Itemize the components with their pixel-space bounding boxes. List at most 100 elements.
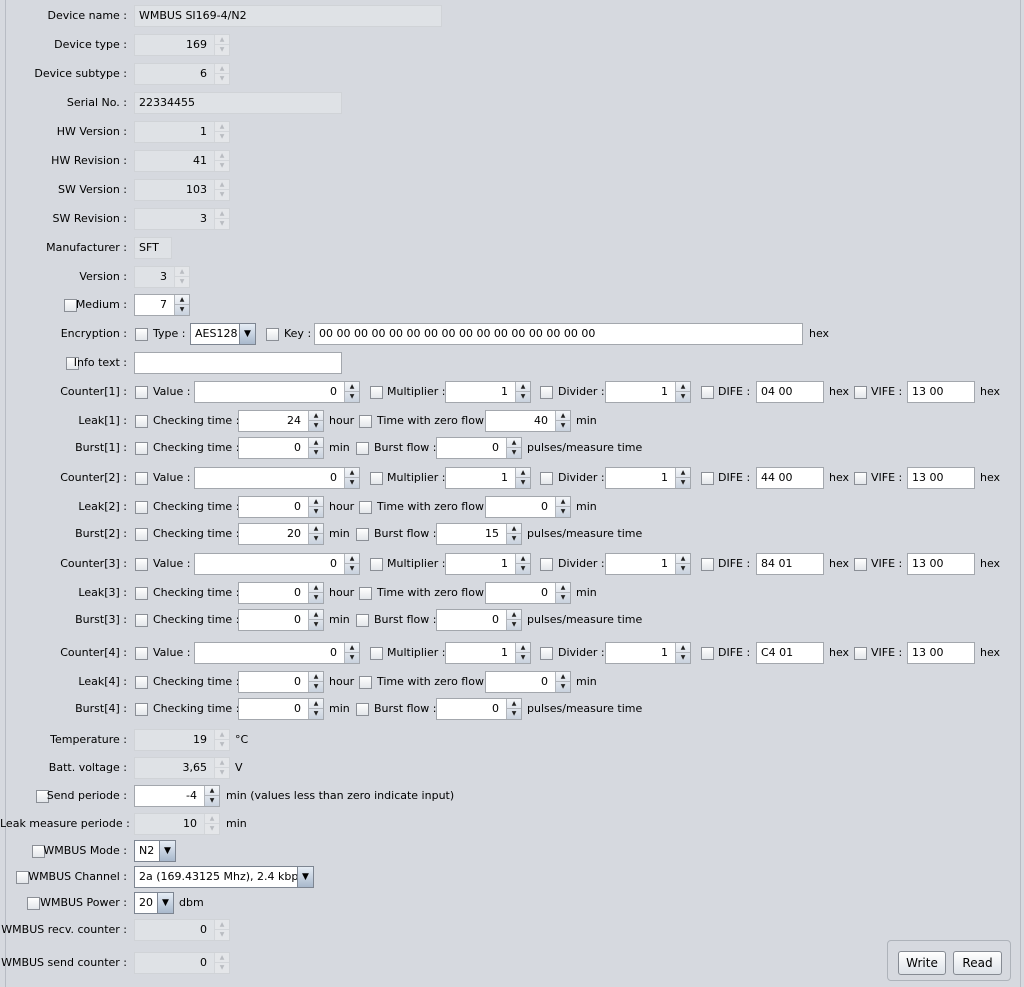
leak-3-checking-spinner[interactable]: 0▲▼ [238, 582, 324, 604]
spin-up-icon[interactable]: ▲ [516, 468, 530, 478]
wmbus-channel-checkbox[interactable] [16, 871, 29, 884]
spin-down-icon[interactable]: ▼ [680, 565, 686, 572]
leak-2-checking-checkbox[interactable] [135, 501, 148, 514]
spin-up-icon[interactable]: ▲ [676, 468, 690, 478]
counter-1-dife-input[interactable]: 04 00 [756, 381, 824, 403]
spin-up-icon[interactable]: ▲ [507, 524, 521, 534]
spin-down-icon[interactable]: ▼ [313, 422, 319, 429]
spin-up-icon[interactable]: ▲ [516, 554, 530, 564]
leak-4-checking-spinner[interactable]: 0▲▼ [238, 671, 324, 693]
spin-down-icon[interactable]: ▼ [313, 594, 319, 601]
burst-1-flow-spinner[interactable]: 0▲▼ [436, 437, 522, 459]
spin-up-icon[interactable]: ▲ [309, 699, 323, 709]
leak-2-zero-flow-spinner[interactable]: 0▲▼ [485, 496, 571, 518]
counter-1-multiplier-spinner[interactable]: 1▲▼ [445, 381, 531, 403]
burst-4-flow-checkbox[interactable] [356, 703, 369, 716]
counter-2-vife-input[interactable]: 13 00 [907, 467, 975, 489]
spin-up-icon[interactable]: ▲ [309, 524, 323, 534]
spin-down-icon[interactable]: ▼ [520, 393, 526, 400]
spin-down-icon[interactable]: ▼ [313, 449, 319, 456]
spin-up-icon[interactable]: ▲ [309, 438, 323, 448]
spin-up-icon[interactable]: ▲ [507, 610, 521, 620]
burst-1-checking-spinner[interactable]: 0▲▼ [238, 437, 324, 459]
spin-down-icon[interactable]: ▼ [313, 621, 319, 628]
spin-up-icon[interactable]: ▲ [516, 643, 530, 653]
leak-1-zero-flow-spinner[interactable]: 40▲▼ [485, 410, 571, 432]
counter-4-value-spinner[interactable]: 0▲▼ [194, 642, 360, 664]
counter-2-dife-checkbox[interactable] [701, 472, 714, 485]
wmbus-power-select[interactable]: 20▼ [134, 892, 174, 914]
spin-down-icon[interactable]: ▼ [520, 654, 526, 661]
spin-up-icon[interactable]: ▲ [175, 295, 189, 305]
spin-down-icon[interactable]: ▼ [511, 449, 517, 456]
burst-1-flow-checkbox[interactable] [356, 442, 369, 455]
spin-down-icon[interactable]: ▼ [680, 479, 686, 486]
spin-down-icon[interactable]: ▼ [680, 393, 686, 400]
spin-down-icon[interactable]: ▼ [349, 479, 355, 486]
counter-1-dife-checkbox[interactable] [701, 386, 714, 399]
spin-up-icon[interactable]: ▲ [556, 497, 570, 507]
leak-3-zero-flow-spinner[interactable]: 0▲▼ [485, 582, 571, 604]
leak-2-zero-flow-checkbox[interactable] [359, 501, 372, 514]
leak-4-checking-checkbox[interactable] [135, 676, 148, 689]
burst-3-flow-spinner[interactable]: 0▲▼ [436, 609, 522, 631]
encryption-type-select[interactable]: AES128▼ [190, 323, 256, 345]
spin-up-icon[interactable]: ▲ [556, 583, 570, 593]
counter-2-divider-checkbox[interactable] [540, 472, 553, 485]
encryption-key-checkbox[interactable] [266, 328, 279, 341]
counter-2-value-spinner[interactable]: 0▲▼ [194, 467, 360, 489]
spin-up-icon[interactable]: ▲ [309, 583, 323, 593]
spin-down-icon[interactable]: ▼ [511, 621, 517, 628]
spin-up-icon[interactable]: ▲ [309, 610, 323, 620]
burst-2-flow-checkbox[interactable] [356, 528, 369, 541]
leak-3-zero-flow-checkbox[interactable] [359, 587, 372, 600]
medium-checkbox[interactable] [64, 299, 77, 312]
spin-up-icon[interactable]: ▲ [345, 468, 359, 478]
spin-down-icon[interactable]: ▼ [313, 710, 319, 717]
spin-up-icon[interactable]: ▲ [309, 672, 323, 682]
burst-4-checking-checkbox[interactable] [135, 703, 148, 716]
encryption-key-input[interactable]: 00 00 00 00 00 00 00 00 00 00 00 00 00 0… [314, 323, 803, 345]
burst-2-checking-spinner[interactable]: 20▲▼ [238, 523, 324, 545]
info-text-checkbox[interactable] [66, 357, 79, 370]
spin-down-icon[interactable]: ▼ [313, 535, 319, 542]
burst-4-flow-spinner[interactable]: 0▲▼ [436, 698, 522, 720]
wmbus-mode-select[interactable]: N2▼ [134, 840, 176, 862]
medium-spinner[interactable]: 7▲▼ [134, 294, 190, 316]
spin-down-icon[interactable]: ▼ [511, 710, 517, 717]
spin-down-icon[interactable]: ▼ [349, 565, 355, 572]
burst-3-flow-checkbox[interactable] [356, 614, 369, 627]
counter-1-vife-input[interactable]: 13 00 [907, 381, 975, 403]
counter-1-value-spinner[interactable]: 0▲▼ [194, 381, 360, 403]
spin-down-icon[interactable]: ▼ [179, 306, 185, 313]
spin-down-icon[interactable]: ▼ [560, 508, 566, 515]
spin-down-icon[interactable]: ▼ [560, 422, 566, 429]
leak-1-checking-spinner[interactable]: 24▲▼ [238, 410, 324, 432]
counter-3-divider-spinner[interactable]: 1▲▼ [605, 553, 691, 575]
spin-up-icon[interactable]: ▲ [507, 699, 521, 709]
counter-1-vife-checkbox[interactable] [854, 386, 867, 399]
burst-3-checking-spinner[interactable]: 0▲▼ [238, 609, 324, 631]
spin-up-icon[interactable]: ▲ [309, 411, 323, 421]
counter-2-vife-checkbox[interactable] [854, 472, 867, 485]
spin-down-icon[interactable]: ▼ [349, 393, 355, 400]
counter-3-divider-checkbox[interactable] [540, 558, 553, 571]
counter-3-vife-checkbox[interactable] [854, 558, 867, 571]
spin-down-icon[interactable]: ▼ [209, 797, 215, 804]
spin-down-icon[interactable]: ▼ [520, 565, 526, 572]
spin-up-icon[interactable]: ▲ [556, 411, 570, 421]
spin-up-icon[interactable]: ▲ [676, 382, 690, 392]
counter-4-vife-checkbox[interactable] [854, 647, 867, 660]
leak-2-checking-spinner[interactable]: 0▲▼ [238, 496, 324, 518]
counter-3-value-spinner[interactable]: 0▲▼ [194, 553, 360, 575]
spin-up-icon[interactable]: ▲ [345, 382, 359, 392]
spin-down-icon[interactable]: ▼ [560, 683, 566, 690]
wmbus-mode-checkbox[interactable] [32, 845, 45, 858]
counter-1-value-checkbox[interactable] [135, 386, 148, 399]
burst-4-checking-spinner[interactable]: 0▲▼ [238, 698, 324, 720]
counter-3-multiplier-checkbox[interactable] [370, 558, 383, 571]
counter-3-vife-input[interactable]: 13 00 [907, 553, 975, 575]
spin-up-icon[interactable]: ▲ [516, 382, 530, 392]
spin-up-icon[interactable]: ▲ [676, 643, 690, 653]
counter-2-value-checkbox[interactable] [135, 472, 148, 485]
